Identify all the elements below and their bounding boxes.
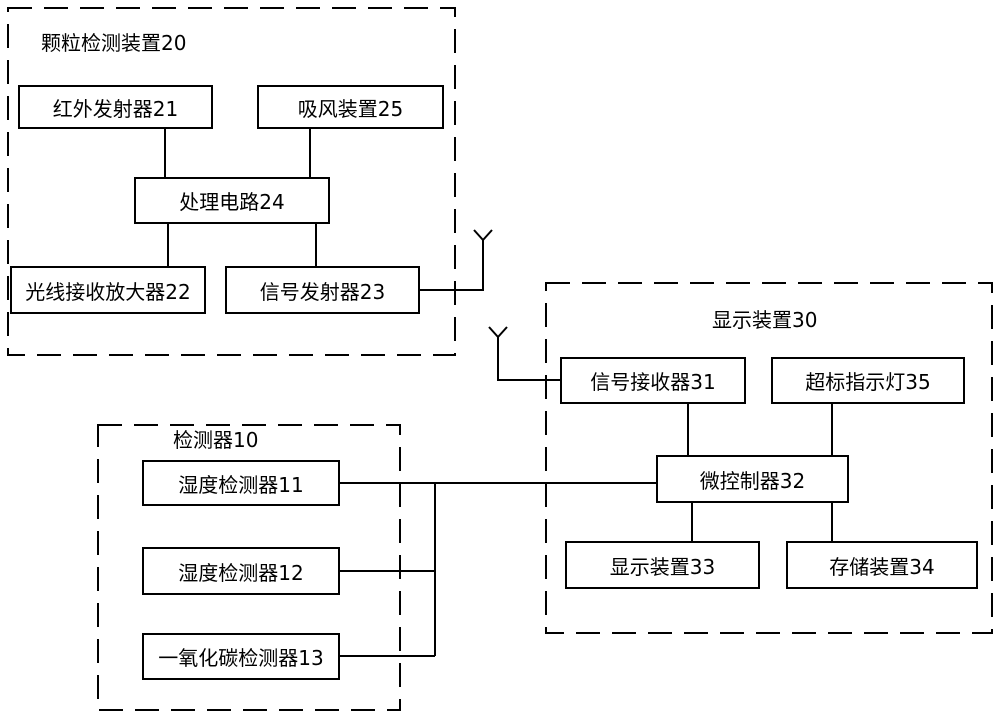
storage-device-34-box: 存储装置34 xyxy=(786,541,978,589)
signal-receiver-box: 信号接收器31 xyxy=(560,357,746,404)
detector-group-border xyxy=(97,424,401,711)
signal-transmitter-box: 信号发射器23 xyxy=(225,266,420,314)
processing-circuit-box: 处理电路24 xyxy=(134,177,330,224)
co-detector-box: 一氧化碳检测器13 xyxy=(142,633,340,680)
connector-transmitter-to-antenna xyxy=(420,240,484,291)
light-receiver-amplifier-box: 光线接收放大器22 xyxy=(10,266,206,314)
antenna-tx-right-arm xyxy=(482,229,493,241)
detector-group-title: 检测器10 xyxy=(173,428,259,452)
humidity-detector-11-box: 湿度检测器11 xyxy=(142,460,340,506)
suction-device-box: 吸风装置25 xyxy=(257,85,444,129)
humidity-detector-12-box: 湿度检测器12 xyxy=(142,547,340,595)
particle-detection-group-title: 颗粒检测装置20 xyxy=(41,31,187,55)
antenna-tx-left-arm xyxy=(473,229,484,241)
antenna-rx-right-arm xyxy=(497,326,508,338)
ir-emitter-box: 红外发射器21 xyxy=(18,85,213,129)
particle-detection-group-border xyxy=(7,7,456,356)
display-group-border xyxy=(545,282,993,634)
display-device-33-box: 显示装置33 xyxy=(565,541,760,589)
connector-antenna-to-receiver xyxy=(497,337,560,381)
antenna-rx-left-arm xyxy=(488,326,499,338)
over-limit-indicator-box: 超标指示灯35 xyxy=(771,357,965,404)
microcontroller-box: 微控制器32 xyxy=(656,455,849,503)
display-group-title: 显示装置30 xyxy=(712,308,818,332)
